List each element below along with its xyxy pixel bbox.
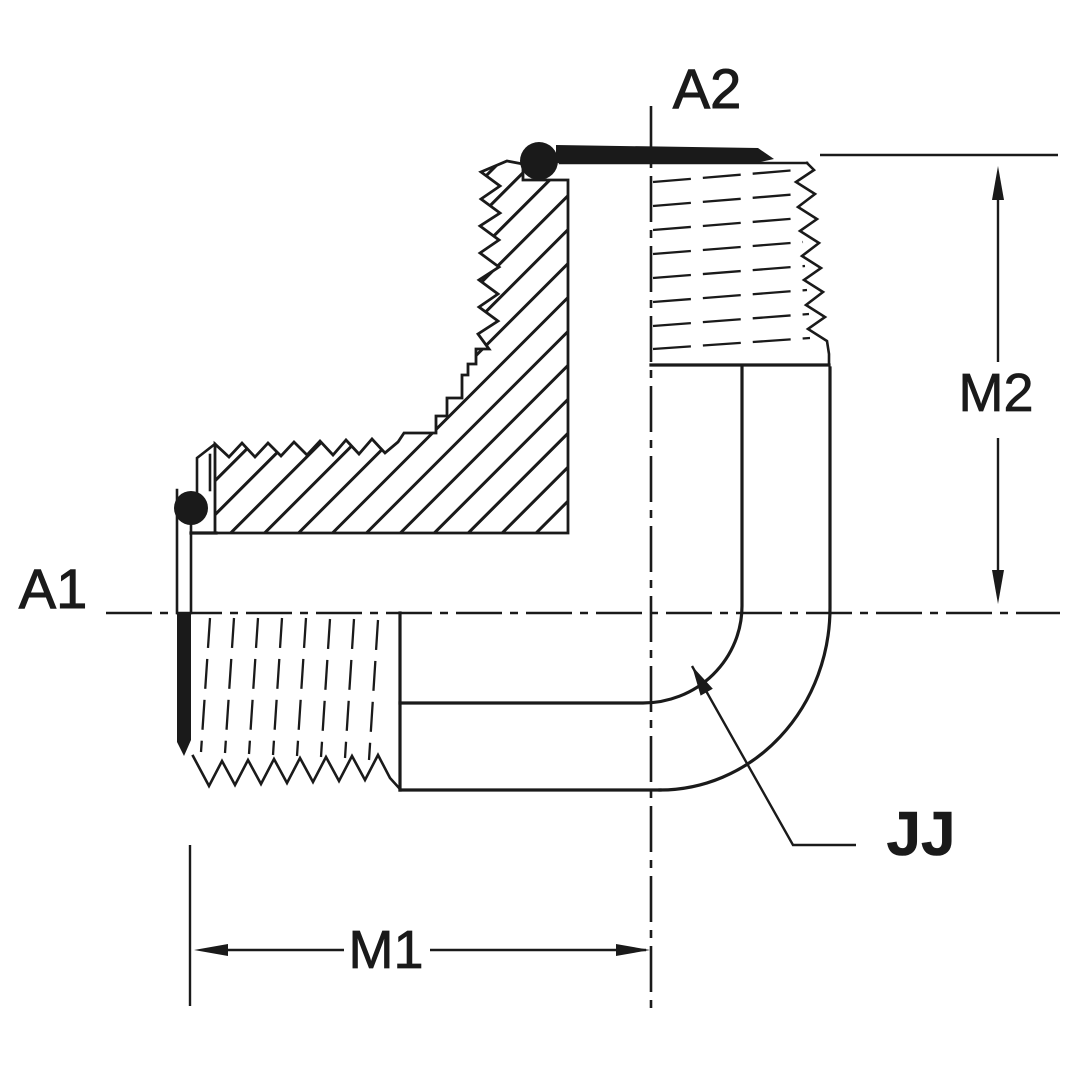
m2-dimension: M2 (820, 153, 1058, 604)
m2-arrow-down (992, 570, 1004, 604)
left-thread-lines (199, 617, 380, 761)
top-thread-lines (652, 168, 811, 351)
m1-arrow-right (616, 944, 650, 956)
jj-label: JJ (887, 800, 956, 869)
left-o-ring (174, 491, 208, 525)
left-o-ring-groove-wall (195, 442, 217, 494)
left-seal-band (177, 613, 191, 756)
jj-arrowhead (692, 666, 713, 696)
m2-arrow-up (992, 166, 1004, 200)
a1-label: A1 (19, 557, 88, 620)
top-port-seal (520, 142, 809, 180)
centerlines (106, 106, 1060, 1008)
top-thread-crest-profile (793, 161, 831, 367)
jj-leader-line (690, 665, 856, 847)
m2-label: M2 (958, 363, 1033, 423)
left-port-seal (174, 442, 217, 756)
body-right-edge-and-outer-radius (658, 366, 832, 792)
top-port-threads (649, 161, 831, 367)
a2-label: A2 (673, 57, 742, 120)
section-hatch-region (213, 159, 570, 535)
top-seal-band (556, 145, 774, 163)
jj-leader: JJ (690, 665, 956, 869)
m1-dimension: M1 (188, 845, 650, 1006)
bore-corner-radius (398, 366, 744, 705)
m1-arrow-left (194, 944, 228, 956)
top-o-ring (520, 142, 558, 180)
m1-label: M1 (348, 920, 423, 980)
left-port-threads (191, 617, 402, 791)
bore-lines (189, 366, 744, 705)
left-thread-crest-profile (191, 752, 402, 791)
